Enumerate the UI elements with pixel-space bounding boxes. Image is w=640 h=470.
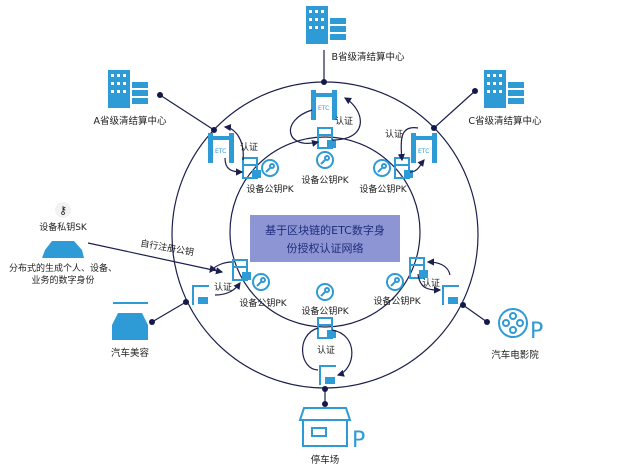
pk-label: 设备公钥PK (246, 183, 294, 195)
parking-store-icon: P (298, 407, 365, 453)
node-b-label: B省级清结算中心 (331, 51, 405, 63)
auth-label: 认证 (385, 128, 403, 140)
parking-barrier-icon (319, 364, 337, 386)
key-icon (316, 283, 334, 301)
building-icon-a (108, 70, 148, 108)
building-icon-b (306, 6, 346, 44)
etc-gate-icon (411, 133, 437, 163)
key-icon (373, 159, 391, 177)
server-icon (394, 157, 414, 179)
server-icon (242, 157, 262, 179)
center-box (250, 215, 400, 262)
car-wash-icon (112, 302, 148, 340)
svg-text:⚷: ⚷ (59, 204, 67, 217)
server-icon (317, 317, 337, 339)
parking-label: 停车场 (311, 454, 340, 466)
user-desc-line2: 业务的数字身份 (31, 274, 94, 286)
center-title-line2: 份授权认证网络 (287, 241, 364, 255)
node-c-label: C省级清结算中心 (468, 115, 542, 127)
key-icon (261, 159, 279, 177)
private-key-icon (55, 202, 71, 218)
cinema-label: 汽车电影院 (491, 349, 539, 361)
inner-ring (229, 136, 421, 328)
center-title-line1: 基于区块链的ETC数字身 (265, 223, 385, 237)
pk-label: 设备公钥PK (359, 183, 407, 195)
svg-text:P: P (352, 428, 365, 453)
key-icon (316, 151, 334, 169)
parking-barrier-icon (442, 284, 460, 306)
key-icon (386, 273, 404, 291)
cinema-icon: P (498, 308, 543, 344)
auth-label: 认证 (214, 281, 232, 293)
register-label: 自行注册公钥 (139, 237, 194, 258)
pk-label: 设备公钥PK (301, 305, 349, 317)
auth-label: 认证 (422, 277, 440, 289)
connectors (87, 50, 490, 407)
pk-label: 设备公钥PK (239, 297, 287, 309)
user-desc-line1: 分布式的生成个人、设备、 (9, 262, 117, 274)
server-icon (317, 127, 337, 149)
private-key-label: 设备私钥SK (39, 221, 88, 233)
car-wash-label: 汽车美容 (111, 347, 150, 359)
pk-label: 设备公钥PK (373, 295, 421, 307)
svg-text:P: P (530, 319, 543, 344)
key-icon (252, 273, 270, 291)
auth-arrows (209, 97, 451, 377)
building-icon-c (484, 70, 524, 108)
etc-gate-icon (311, 90, 337, 120)
pk-label: 设备公钥PK (301, 174, 349, 186)
node-a-label: A省级清结算中心 (94, 115, 167, 127)
car-icon (42, 241, 84, 258)
auth-label: 认证 (240, 141, 258, 153)
auth-label: 认证 (317, 344, 335, 356)
parking-barrier-icon (192, 284, 210, 306)
auth-label: 认证 (335, 115, 353, 127)
etc-gate-icon (208, 133, 234, 163)
